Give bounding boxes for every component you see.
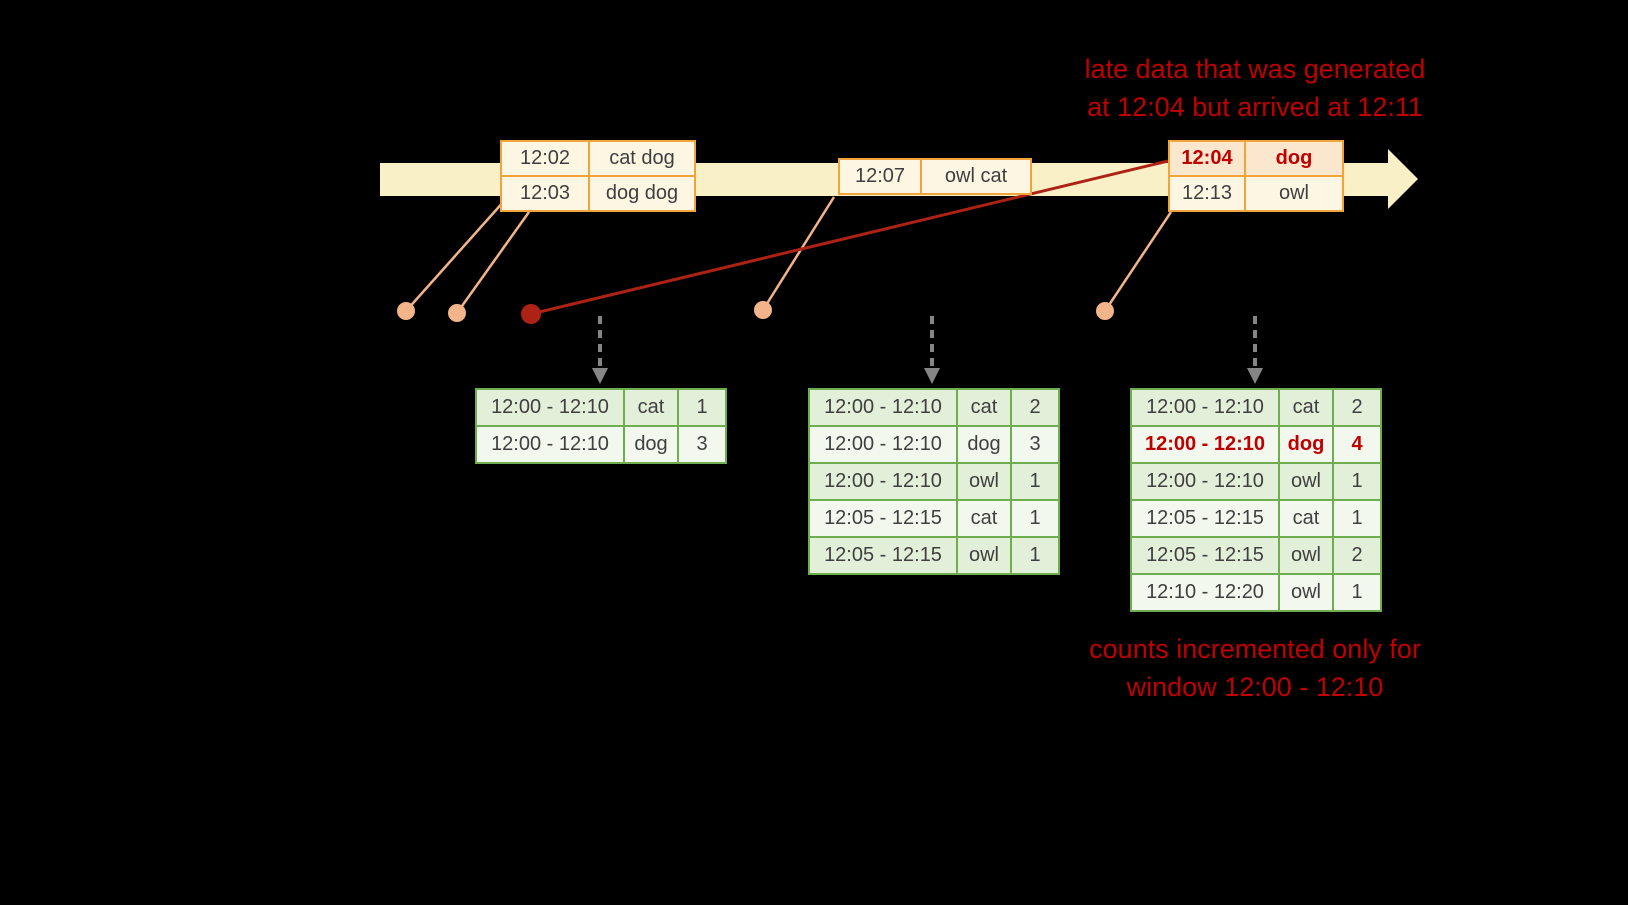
event-dot xyxy=(397,302,415,320)
late-word-cell: dog xyxy=(1280,427,1332,462)
event-time-cell: 12:07 xyxy=(840,160,920,193)
window-cell: 12:00 - 12:10 xyxy=(477,427,623,462)
event-words-cell: dog dog xyxy=(590,177,694,210)
timeline-arrowhead-icon xyxy=(1388,149,1418,209)
annotation-counts-note-line2: window 12:00 - 12:10 xyxy=(1126,672,1384,702)
event-table-3: 12:04 dog 12:13 owl xyxy=(1168,140,1344,212)
count-cell: 2 xyxy=(1334,538,1380,573)
event-table-1: 12:02 cat dog 12:03 dog dog xyxy=(500,140,696,212)
window-cell: 12:05 - 12:15 xyxy=(810,538,956,573)
word-cell: cat xyxy=(958,501,1010,536)
connector-line xyxy=(455,211,531,314)
word-cell: cat xyxy=(625,390,677,425)
count-cell: 1 xyxy=(1012,538,1058,573)
count-cell: 1 xyxy=(1012,464,1058,499)
window-cell: 12:00 - 12:10 xyxy=(810,390,956,425)
event-time-cell: 12:13 xyxy=(1170,177,1244,210)
count-cell: 3 xyxy=(679,427,725,462)
trigger-arrowhead-icon xyxy=(592,368,608,384)
word-cell: dog xyxy=(958,427,1010,462)
word-cell: dog xyxy=(625,427,677,462)
event-words-cell: cat dog xyxy=(590,142,694,175)
late-count-cell: 4 xyxy=(1334,427,1380,462)
event-words-cell: owl cat xyxy=(922,160,1030,193)
event-table-2: 12:07 owl cat xyxy=(838,158,1032,195)
event-dot xyxy=(754,301,772,319)
window-cell: 12:00 - 12:10 xyxy=(1132,390,1278,425)
count-cell: 1 xyxy=(1334,501,1380,536)
window-cell: 12:00 - 12:10 xyxy=(1132,464,1278,499)
count-cell: 1 xyxy=(1334,575,1380,610)
word-cell: owl xyxy=(958,464,1010,499)
word-cell: cat xyxy=(1280,390,1332,425)
annotation-counts-note: counts incremented only for window 12:00… xyxy=(1020,630,1490,706)
count-cell: 1 xyxy=(1334,464,1380,499)
window-cell: 12:05 - 12:15 xyxy=(810,501,956,536)
window-cell: 12:00 - 12:10 xyxy=(810,464,956,499)
window-cell: 12:00 - 12:10 xyxy=(810,427,956,462)
word-cell: owl xyxy=(1280,575,1332,610)
annotation-counts-note-line1: counts incremented only for xyxy=(1089,634,1421,664)
result-table-3: 12:00 - 12:10 cat 2 12:00 - 12:10 dog 4 … xyxy=(1130,388,1382,612)
count-cell: 3 xyxy=(1012,427,1058,462)
annotation-late-data: late data that was generated at 12:04 bu… xyxy=(1020,50,1490,126)
window-cell: 12:05 - 12:15 xyxy=(1132,538,1278,573)
count-cell: 2 xyxy=(1012,390,1058,425)
window-cell: 12:00 - 12:10 xyxy=(477,390,623,425)
count-cell: 2 xyxy=(1334,390,1380,425)
late-window-cell: 12:00 - 12:10 xyxy=(1132,427,1278,462)
word-cell: cat xyxy=(958,390,1010,425)
word-cell: owl xyxy=(958,538,1010,573)
late-event-words-cell: dog xyxy=(1246,142,1342,175)
word-cell: owl xyxy=(1280,464,1332,499)
window-cell: 12:10 - 12:20 xyxy=(1132,575,1278,610)
connector-line xyxy=(1103,211,1173,312)
late-event-time-cell: 12:04 xyxy=(1170,142,1244,175)
count-cell: 1 xyxy=(1012,501,1058,536)
word-cell: cat xyxy=(1280,501,1332,536)
event-dot xyxy=(1096,302,1114,320)
event-time-cell: 12:02 xyxy=(502,142,588,175)
trigger-arrowhead-icon xyxy=(1247,368,1263,384)
result-table-2: 12:00 - 12:10 cat 2 12:00 - 12:10 dog 3 … xyxy=(808,388,1060,575)
count-cell: 1 xyxy=(679,390,725,425)
event-dot xyxy=(448,304,466,322)
word-cell: owl xyxy=(1280,538,1332,573)
annotation-late-data-line2: at 12:04 but arrived at 12:11 xyxy=(1087,92,1423,122)
connector-line xyxy=(405,199,506,312)
event-words-cell: owl xyxy=(1246,177,1342,210)
trigger-arrowhead-icon xyxy=(924,368,940,384)
annotation-late-data-line1: late data that was generated xyxy=(1084,54,1426,84)
late-connector-line xyxy=(530,159,1169,316)
late-event-dot xyxy=(521,304,541,324)
window-cell: 12:05 - 12:15 xyxy=(1132,501,1278,536)
event-time-cell: 12:03 xyxy=(502,177,588,210)
result-table-1: 12:00 - 12:10 cat 1 12:00 - 12:10 dog 3 xyxy=(475,388,727,464)
connector-line xyxy=(761,196,836,311)
